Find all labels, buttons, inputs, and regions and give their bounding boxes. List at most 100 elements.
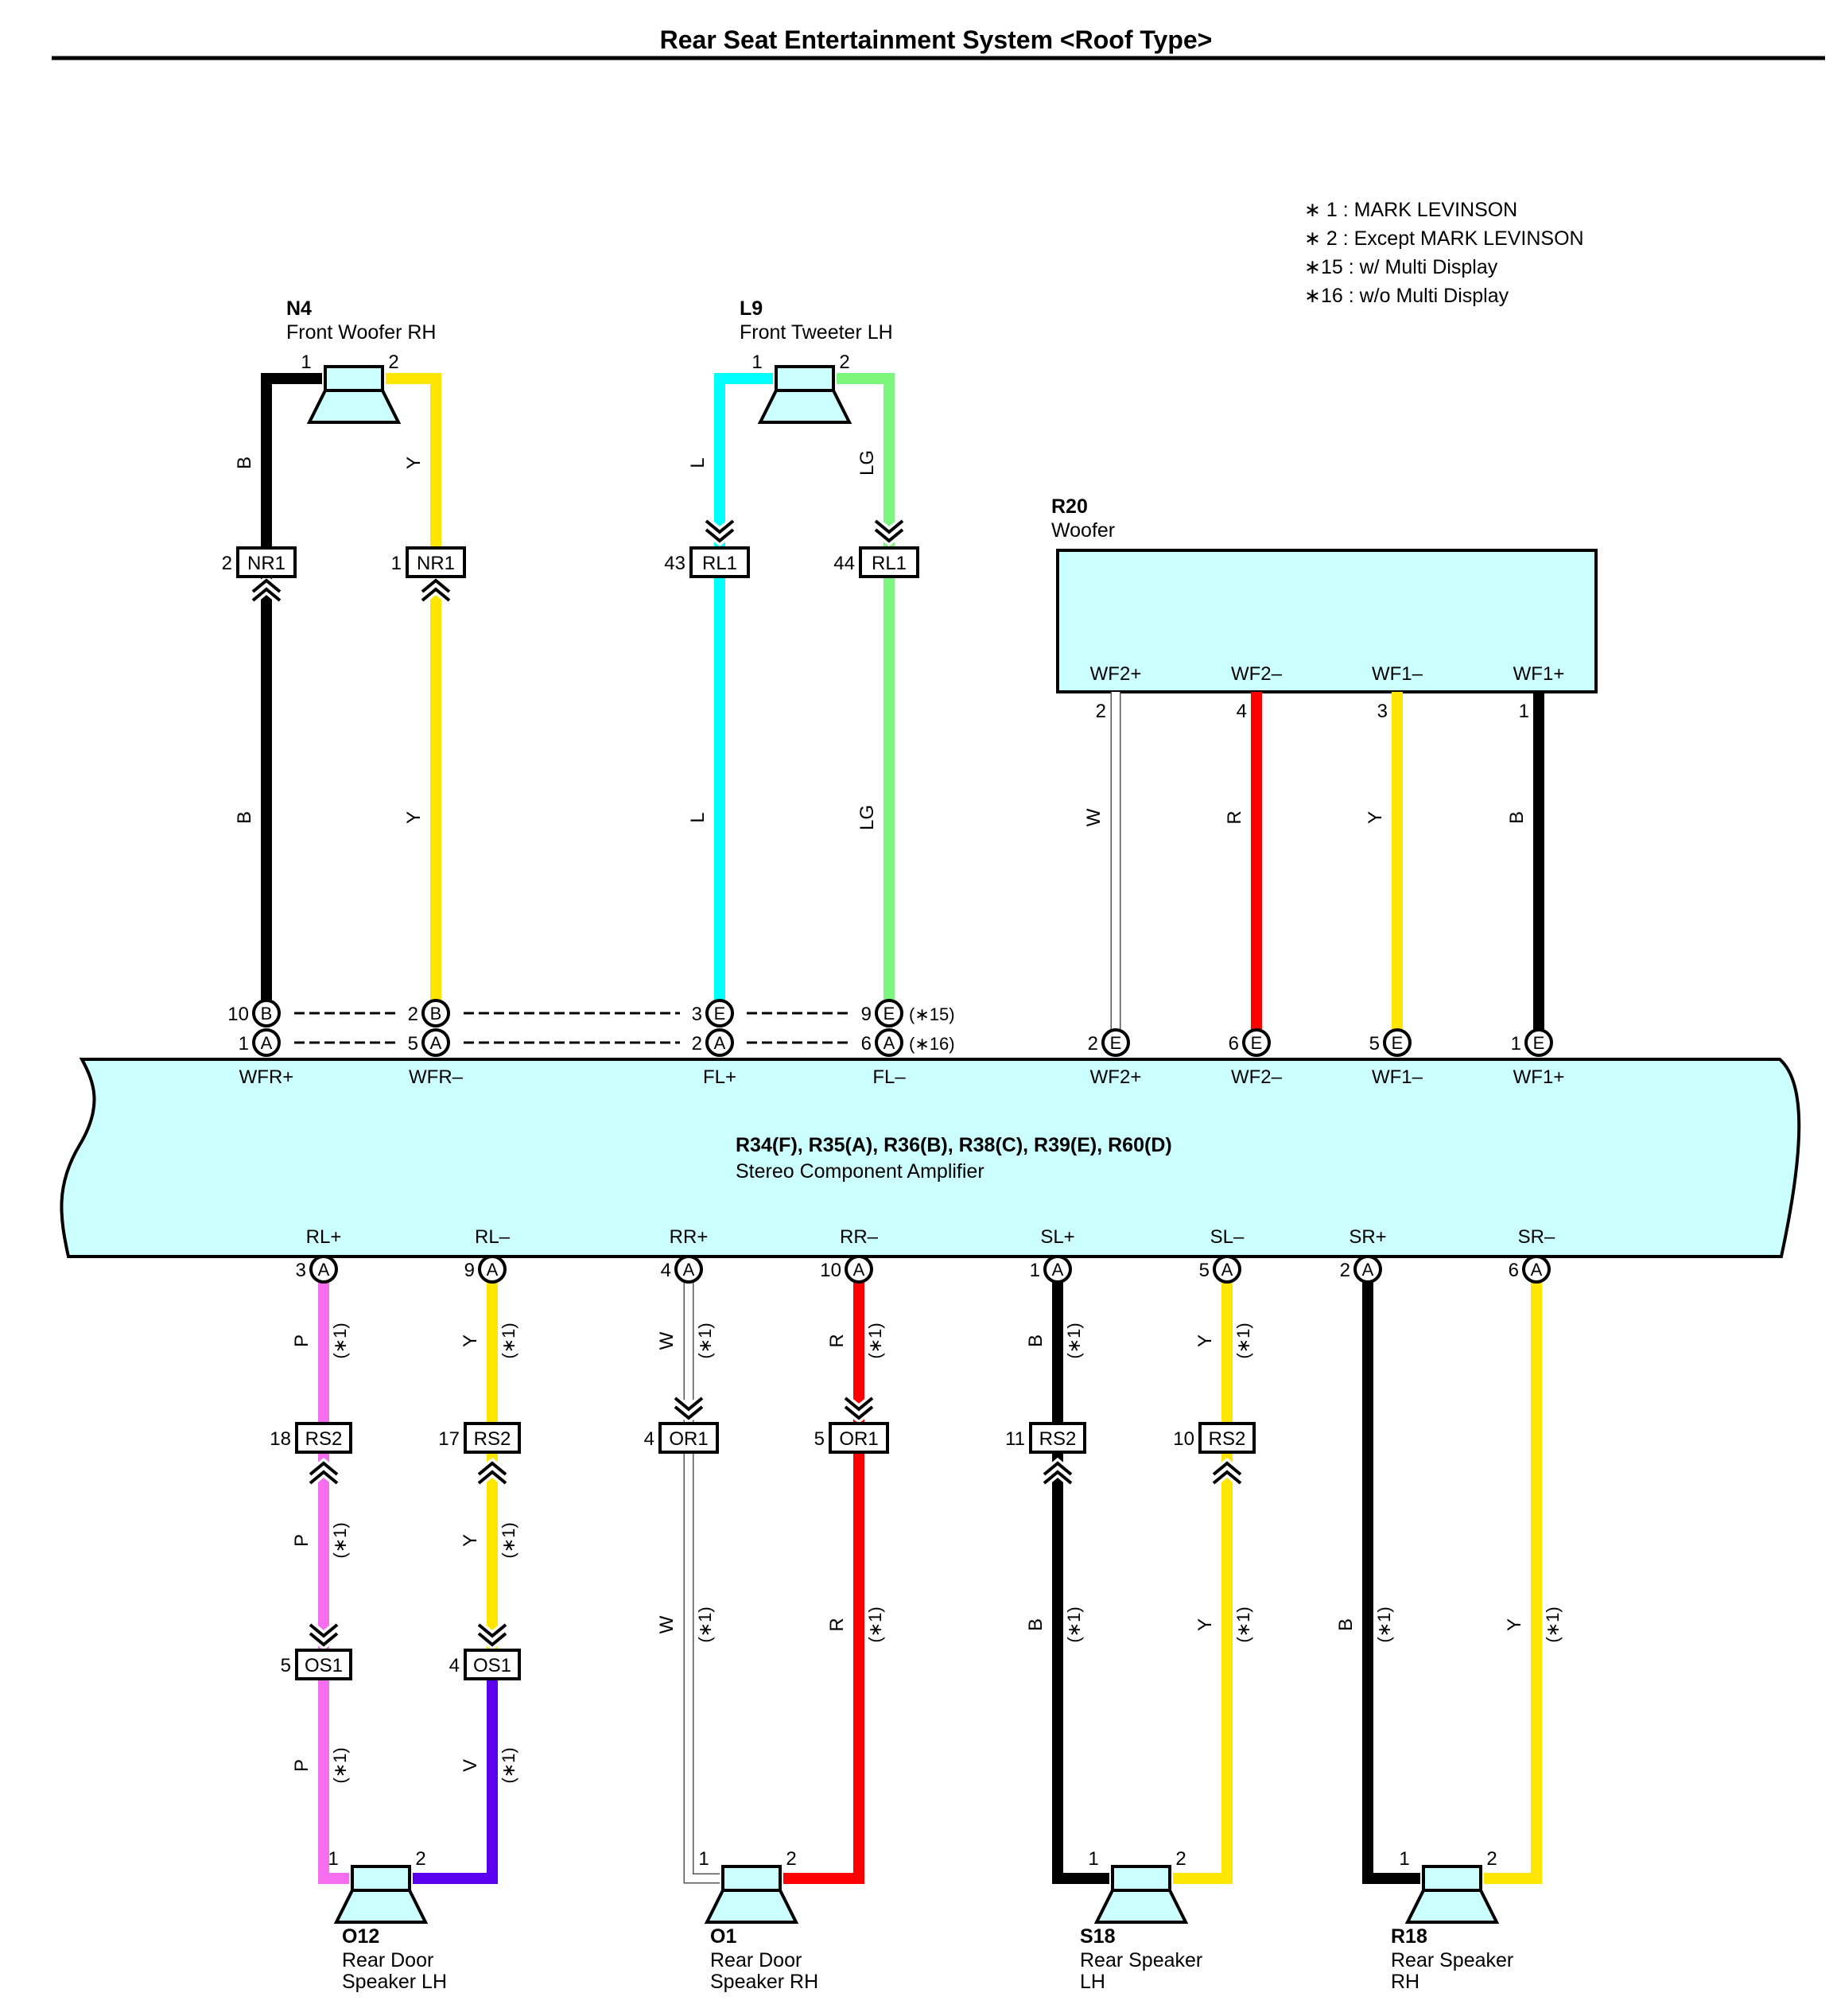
o1-name2: Speaker RH (710, 1971, 818, 1993)
wire-rr_minus-seg2 (783, 1438, 864, 1884)
connector-rl_plus-2-pin: 5 (281, 1655, 291, 1676)
wire-color-rr_minus-2: R (826, 1618, 848, 1631)
speaker-n4-cone (306, 389, 402, 424)
amp-pin-sr_plus-letter: A (1362, 1260, 1374, 1280)
amp-pin-sl_minus-circle (1213, 1255, 1241, 1284)
amp-signal-sl_minus: SL– (1210, 1226, 1245, 1248)
connector-sl_minus-1-label: RS2 (1209, 1428, 1246, 1450)
amp-pin-wf1_plus-pin: 1 (1511, 1033, 1521, 1055)
speaker-r18-magnet (1422, 1865, 1482, 1892)
amp-pin-sr_minus-circle (1522, 1255, 1551, 1284)
amp-pin-wf2_minus-circle (1242, 1028, 1271, 1057)
amp-pin-sr_plus-pin: 2 (1340, 1260, 1350, 1281)
wire-color-sl_plus-1: B (1025, 1334, 1047, 1347)
chevron-rl_plus-1 (309, 1461, 339, 1485)
connector-sl_minus-1-pin: 10 (1173, 1428, 1194, 1450)
signal-fl_minus: FL– (872, 1066, 906, 1088)
wire-color-rr_plus-2: W (656, 1615, 678, 1633)
woofer-box (1056, 549, 1598, 693)
connector-rl_minus-2-pin: 4 (449, 1655, 460, 1676)
option-mark-sr_plus-1: (∗1) (1374, 1606, 1394, 1642)
amp-pin-lower-wfr_plus-letter: A (261, 1033, 273, 1053)
wire-wfr_minus (386, 373, 441, 1013)
wire-color-rl_plus-3: P (291, 1759, 313, 1772)
option-mark-sr_minus-1: (∗1) (1543, 1606, 1563, 1642)
speaker-o12-magnet (351, 1865, 411, 1892)
connector-rl_minus-2-box (464, 1649, 521, 1680)
amp-pin-upper-fl_plus-pin: 3 (692, 1004, 702, 1025)
speaker-l9-magnet (775, 365, 835, 392)
amp-pin-wf2_plus-pin: 2 (1088, 1033, 1098, 1055)
note-16: ∗16 : w/o Multi Display (1304, 285, 1509, 307)
r18-code: R18 (1391, 1925, 1427, 1948)
option-mark-sl_minus-2: (∗1) (1233, 1606, 1253, 1642)
amp-signal-wf1_minus: WF1– (1372, 1066, 1423, 1088)
amp-pin-rl_minus-pin: 9 (464, 1260, 475, 1281)
wire-sr_minus-seg1 (1484, 1269, 1542, 1884)
note-1: ∗ 1 : MARK LEVINSON (1304, 199, 1517, 221)
connector-wfr_plus-label: NR1 (247, 553, 285, 574)
amp-pin-lower-wfr_plus-pin: 1 (239, 1033, 249, 1055)
speaker-l9-cone (757, 389, 852, 424)
amp-pin-sl_plus-letter: A (1052, 1260, 1064, 1280)
wire-rr_plus-seg2 (685, 1438, 720, 1882)
amp-pin-wf2_minus-letter: E (1251, 1033, 1263, 1053)
amp-signal-rl_minus: RL– (475, 1226, 511, 1248)
n4-name: Front Woofer RH (286, 321, 436, 344)
wire-color-wfr_minus-upper: Y (403, 456, 425, 469)
amp-pin-lower-wfr_minus-pin: 5 (408, 1033, 418, 1055)
o12-pin2: 2 (415, 1848, 425, 1870)
connector-sl_minus-1-box (1198, 1422, 1256, 1454)
wire-color-wfr_minus-lower: Y (403, 811, 425, 824)
connector-fl_minus-pin: 44 (833, 553, 855, 574)
connector-rr_minus-1-label: OR1 (839, 1428, 878, 1450)
option-mark-rl_minus-3: (∗1) (499, 1747, 518, 1783)
n4-code: N4 (286, 297, 312, 320)
r20-name: Woofer (1051, 519, 1115, 542)
amp-pin-upper-wfr_minus-pin: 2 (408, 1004, 418, 1025)
connector-rr_minus-1-pin: 5 (814, 1428, 825, 1450)
connector-rr_minus-1-box (829, 1422, 889, 1454)
wires-layer (261, 373, 1544, 1884)
wire-color-rl_plus-2: P (291, 1534, 313, 1547)
amp-pin-rr_minus-letter: A (853, 1260, 865, 1280)
l9-code: L9 (740, 297, 763, 320)
wire-color-fl_plus-upper: L (687, 457, 709, 468)
woofer-pin-wf1_minus: 3 (1377, 701, 1388, 722)
connector-rl_minus-1-box (464, 1422, 521, 1454)
n4-pin1: 1 (301, 352, 311, 373)
option-mark-sl_minus-1: (∗1) (1233, 1323, 1253, 1358)
amp-pin-rr_plus-circle (674, 1255, 703, 1284)
connector-wfr_minus-box (406, 546, 466, 578)
speaker-o12-cone (333, 1889, 429, 1924)
chevron-rl_minus-2 (477, 1623, 507, 1647)
amp-pin-lower-fl_minus-pin: 6 (861, 1033, 872, 1055)
signal-fl_plus: FL+ (703, 1066, 736, 1088)
connector-rl_minus-1-label: RS2 (474, 1428, 511, 1450)
wire-color-fl_plus-lower: L (687, 812, 709, 822)
speaker-n4-magnet (324, 365, 384, 392)
wire-sl_plus-seg2 (1052, 1438, 1109, 1884)
wire-fl_plus (714, 373, 773, 1013)
amp-pin-lower-wfr_minus-letter: A (430, 1033, 442, 1053)
amp-pin-sr_minus-pin: 6 (1509, 1260, 1519, 1281)
connector-sl_plus-1-box (1029, 1422, 1086, 1454)
chevron-sl_minus-1 (1212, 1461, 1242, 1485)
wire-color-sr_plus-1: B (1335, 1618, 1357, 1631)
amp-pin-wf1_plus-circle (1524, 1028, 1553, 1057)
woofer-pin-wf2_minus: 4 (1237, 701, 1247, 722)
amp-pin-lower-fl_plus-letter: A (714, 1033, 726, 1053)
amp-pin-rl_minus-circle (478, 1255, 507, 1284)
amplifier-name: Stereo Component Amplifier (736, 1160, 984, 1183)
woofer-signal-wf1_minus: WF1– (1372, 663, 1423, 685)
n4-pin2: 2 (388, 352, 398, 373)
connector-fl_minus-label: RL1 (872, 553, 907, 574)
speaker-r18-cone (1404, 1889, 1500, 1924)
connector-rl_plus-2-label: OS1 (305, 1655, 343, 1676)
wire-color-rl_plus-1: P (291, 1334, 313, 1347)
amp-pin-lower-wfr_plus-circle (252, 1028, 281, 1057)
wire-color-rl_minus-3: V (460, 1759, 481, 1772)
woofer-signal-wf2_minus: WF2– (1231, 663, 1283, 685)
r18-name2: RH (1391, 1971, 1419, 1993)
